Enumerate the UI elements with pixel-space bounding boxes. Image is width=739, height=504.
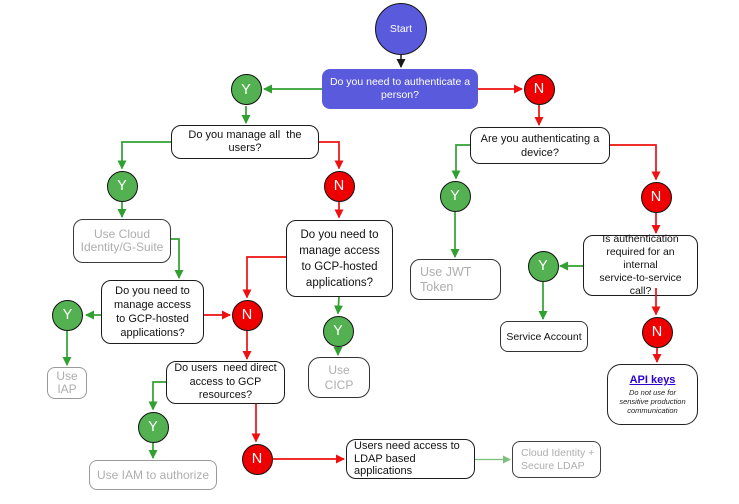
- yes-label: Y: [117, 178, 127, 194]
- question-manage-access-gcp-left: Do you need to manage access to GCP-host…: [101, 280, 204, 344]
- question-manage-access-gcp-left-text: Do you need to manage access to GCP-host…: [113, 285, 192, 339]
- terminal-use-jwt-token: Use JWT Token: [410, 259, 501, 300]
- terminal-api-keys: API keys Do not use for sensitive produc…: [607, 364, 698, 425]
- question-ldap-access: Users need access to LDAP based applicat…: [346, 439, 475, 479]
- start-label: Start: [389, 23, 413, 35]
- no-label: N: [241, 307, 253, 323]
- yes-circle-device: Y: [439, 180, 471, 212]
- yes-circle-direct-access: Y: [137, 411, 169, 443]
- edge-device-no: [610, 144, 661, 181]
- yes-label: Y: [333, 323, 343, 339]
- no-label: N: [650, 189, 662, 205]
- yes-circle-is-auth: Y: [527, 250, 559, 282]
- question-manage-all-users-text: Do you manage all the users?: [188, 129, 302, 154]
- terminal-use-iam: Use IAM to authorize: [89, 460, 217, 490]
- question-authenticate-person: Do you need to authenticate a person?: [322, 69, 478, 109]
- edge-gcp-mid-no: [242, 256, 286, 299]
- yes-circle-manage-users: Y: [106, 170, 138, 202]
- edge-direct-access-yes: [148, 381, 166, 411]
- question-authenticating-device: Are you authenticating a device?: [470, 127, 610, 164]
- question-internal-service-call: Is authentication required for an intern…: [583, 233, 698, 297]
- no-circle-device: N: [640, 181, 672, 213]
- terminal-use-iam-text: Use IAM to authorize: [96, 468, 210, 482]
- start-node: Start: [375, 3, 427, 55]
- no-circle-gcp-merge: N: [231, 299, 263, 331]
- edge-cloud-identity-to-gcp-left: [171, 238, 184, 279]
- question-manage-access-gcp-mid: Do you need to manage access to GCP-host…: [286, 220, 393, 297]
- question-direct-access-gcp-text: Do users need direct access to GCP resou…: [174, 362, 277, 402]
- terminal-use-jwt-token-text: Use JWT Token: [420, 265, 472, 294]
- yes-label: Y: [62, 307, 73, 323]
- no-circle-person: N: [523, 73, 555, 105]
- api-keys-link[interactable]: API keys: [629, 374, 676, 386]
- terminal-cloud-identity-secure-ldap: Cloud Identity + Secure LDAP: [512, 441, 601, 478]
- terminal-cloud-identity-secure-ldap-text: Cloud Identity + Secure LDAP: [521, 446, 595, 472]
- question-authenticate-person-text: Do you need to authenticate a person?: [329, 76, 471, 101]
- yes-circle-gcp-left: Y: [52, 299, 83, 331]
- edge-device-yes: [451, 144, 470, 180]
- question-ldap-access-text: Users need access to LDAP based applicat…: [354, 439, 460, 478]
- terminal-use-cloud-identity: Use Cloud Identity/G-Suite: [73, 219, 171, 263]
- no-circle-manage-users: N: [323, 170, 355, 202]
- question-authenticating-device-text: Are you authenticating a device?: [480, 132, 600, 159]
- yes-circle-gcp-mid: Y: [322, 315, 354, 347]
- terminal-use-cicp: Use CICP: [308, 357, 370, 398]
- no-label: N: [333, 178, 345, 194]
- no-circle-is-auth: N: [641, 316, 673, 348]
- terminal-use-iap-text: Use IAP: [56, 368, 78, 396]
- yes-label: Y: [148, 419, 158, 435]
- question-manage-access-gcp-mid-text: Do you need to manage access to GCP-host…: [299, 228, 380, 289]
- terminal-use-cloud-identity-text: Use Cloud Identity/G-Suite: [80, 226, 164, 254]
- yes-circle-person: Y: [230, 74, 262, 105]
- edge-gcp-mid-yes: [333, 296, 343, 315]
- yes-label: Y: [538, 258, 548, 274]
- no-label: N: [651, 324, 663, 340]
- terminal-use-cicp-text: Use CICP: [324, 363, 354, 392]
- edge-manage-users-no: [319, 141, 344, 170]
- question-direct-access-gcp: Do users need direct access to GCP resou…: [166, 361, 285, 404]
- question-manage-all-users: Do you manage all the users?: [171, 125, 319, 159]
- terminal-service-account: Service Account: [500, 321, 588, 352]
- api-keys-note: Do not use for sensitive production comm…: [619, 388, 686, 415]
- no-label: N: [251, 451, 263, 467]
- yes-label: Y: [450, 188, 460, 204]
- no-circle-direct-access: N: [241, 443, 273, 475]
- no-label: N: [533, 81, 545, 97]
- question-internal-service-call-text: Is authentication required for an intern…: [599, 233, 682, 297]
- edge-manage-users-yes: [117, 141, 171, 170]
- yes-label: Y: [241, 81, 251, 98]
- terminal-service-account-text: Service Account: [506, 330, 582, 343]
- terminal-use-iap: Use IAP: [47, 367, 87, 399]
